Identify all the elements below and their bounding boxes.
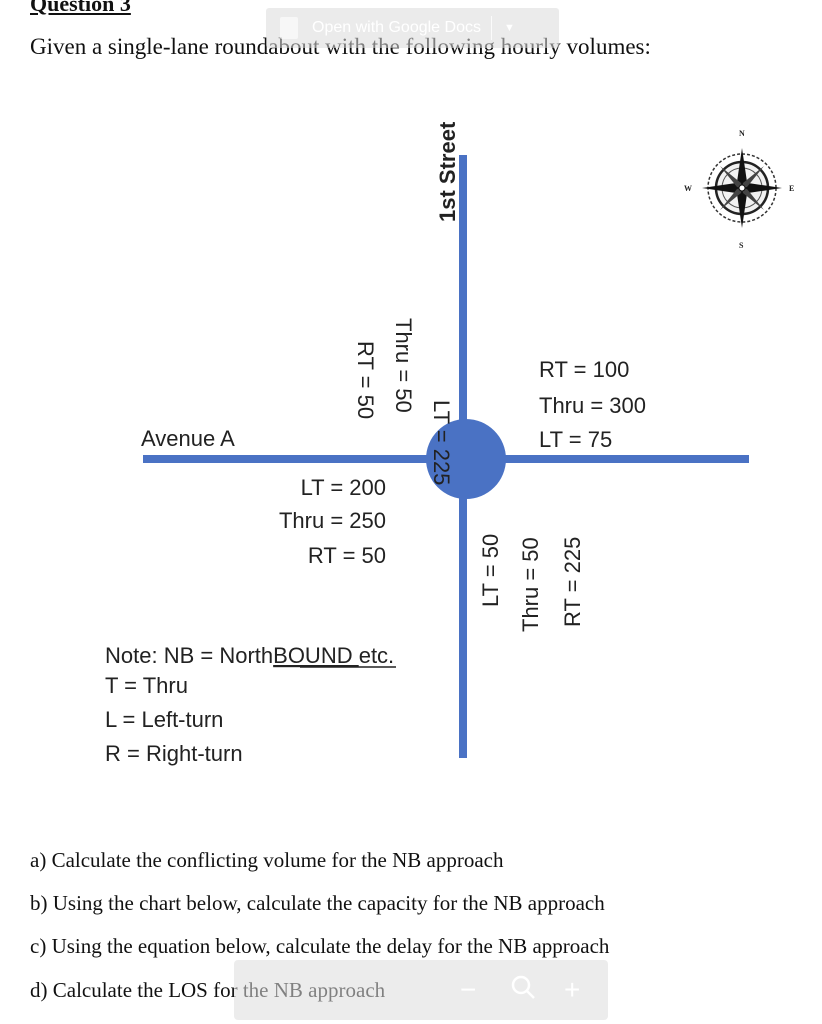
- sb-lt-label: LT = 225: [429, 400, 454, 485]
- compass-rose-icon: N S E W: [684, 129, 794, 250]
- eb-rt-label: RT = 50: [308, 543, 386, 568]
- sb-rt-label: RT = 50: [353, 341, 378, 419]
- street-label-avenue-a: Avenue A: [141, 426, 235, 451]
- note-left-turn: L = Left-turn: [105, 707, 223, 732]
- dropdown-caret-icon[interactable]: ▼: [503, 22, 515, 34]
- zoom-in-button[interactable]: +: [564, 974, 581, 1005]
- compass-n: N: [739, 129, 745, 138]
- open-with-google-docs-button[interactable]: Open with Google Docs ▼: [266, 8, 559, 48]
- sb-thru-label: Thru = 50: [391, 318, 416, 413]
- wb-thru-label: Thru = 300: [539, 393, 646, 418]
- nb-lt-label: LT = 50: [478, 534, 503, 607]
- compass-w: W: [684, 184, 692, 193]
- zoom-toolbar: − +: [234, 960, 608, 1020]
- docs-icon: [280, 17, 298, 39]
- nb-rt-label: RT = 225: [560, 537, 585, 627]
- nb-thru-label: Thru = 50: [518, 537, 543, 632]
- question-c: c) Using the equation below, calculate t…: [30, 934, 610, 958]
- question-b: b) Using the chart below, calculate the …: [30, 891, 605, 915]
- eb-lt-label: LT = 200: [301, 475, 386, 500]
- note-right-turn: R = Right-turn: [105, 741, 243, 766]
- wb-lt-label: LT = 75: [539, 427, 612, 452]
- question-a: a) Calculate the conflicting volume for …: [30, 848, 504, 872]
- zoom-magnifier-icon[interactable]: [510, 974, 536, 1007]
- wb-rt-label: RT = 100: [539, 357, 629, 382]
- question-title: Question 3: [30, 0, 131, 16]
- zoom-out-button[interactable]: −: [460, 974, 477, 1005]
- divider: [490, 16, 492, 40]
- eb-thru-label: Thru = 250: [279, 508, 386, 533]
- street-label-1st: 1st Street: [435, 121, 460, 222]
- compass-e: E: [789, 184, 794, 193]
- note-thru: T = Thru: [105, 673, 188, 698]
- note-line-1: Note: NB = NorthBOUND etc.: [105, 643, 394, 668]
- compass-s: S: [739, 241, 744, 250]
- open-with-google-docs-label: Open with Google Docs: [312, 19, 481, 36]
- roundabout-circle: [426, 419, 506, 499]
